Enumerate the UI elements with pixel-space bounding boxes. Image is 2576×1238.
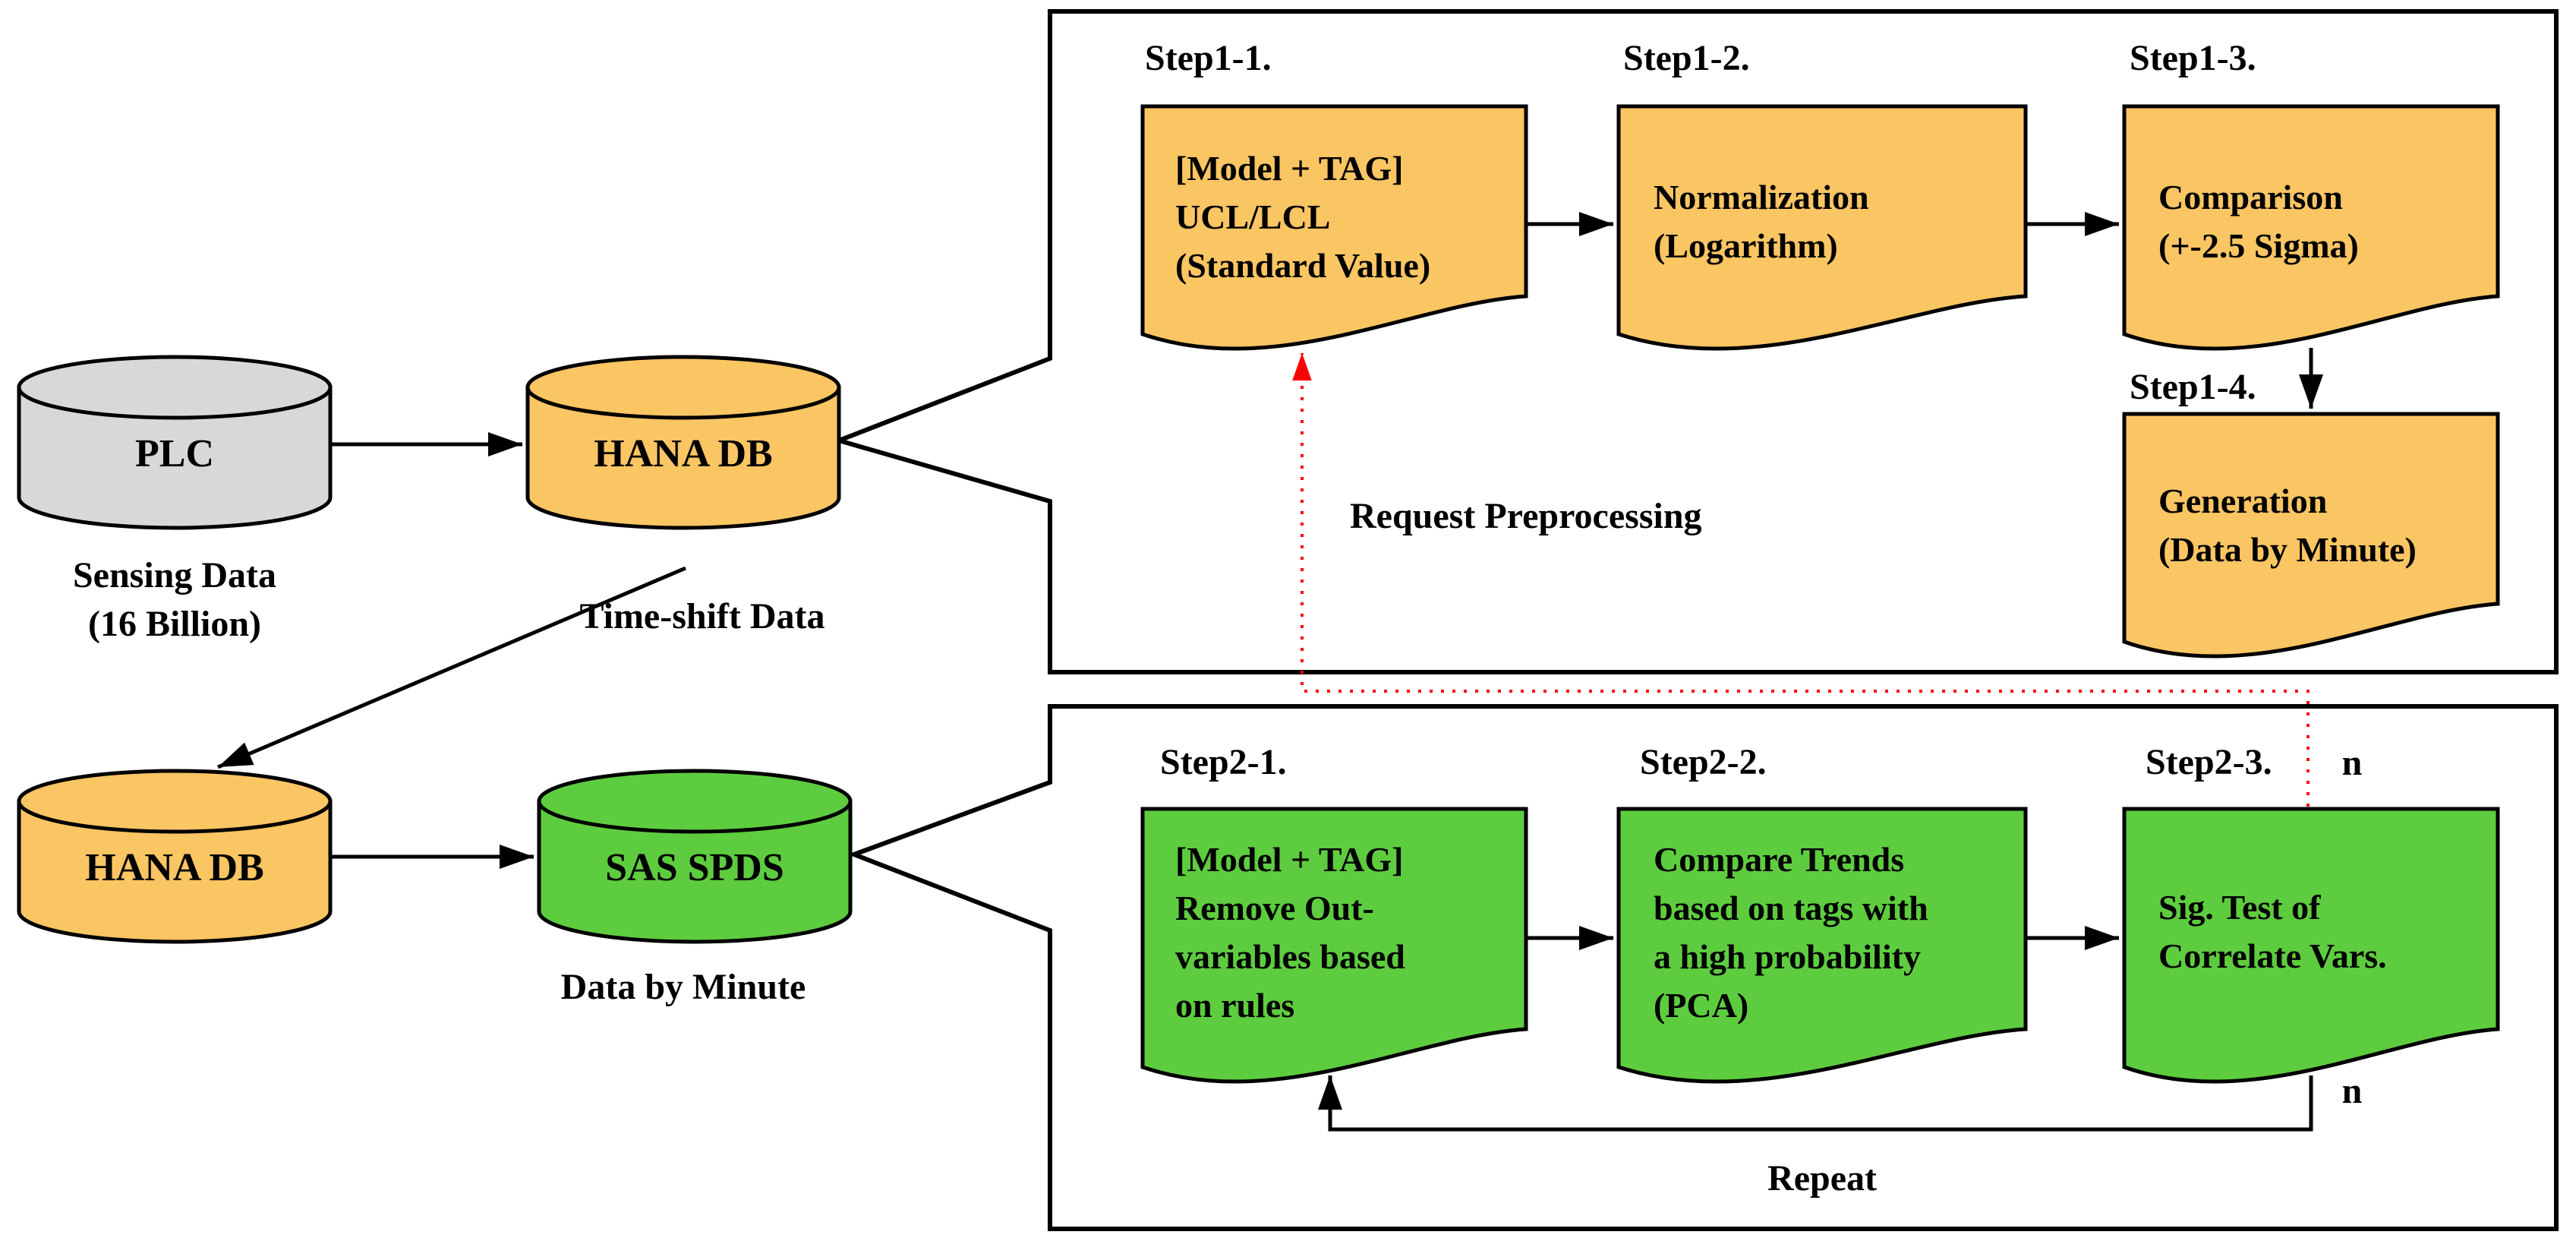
sas-spds-label: SAS SPDS (605, 846, 784, 889)
step2-2-text: Compare Trends based on tags with a high… (1654, 840, 1928, 1025)
arrow-request-preprocessing-red-dotted (1292, 353, 2310, 807)
step1-4-label: Step1-4. (2130, 367, 2256, 407)
step2-3-document (2122, 807, 2500, 1084)
step1-1-document (1140, 104, 1528, 351)
data-by-minute-caption: Data by Minute (560, 967, 806, 1007)
plc-label: PLC (135, 432, 214, 475)
step2-1-label: Step2-1. (1160, 742, 1287, 782)
step1-2-text: Normalization (Logarithm) (1654, 178, 1869, 265)
step1-3-label: Step1-3. (2130, 38, 2256, 78)
time-shift-data-caption: Time-shift Data (579, 596, 825, 636)
step1-3-document (2122, 104, 2500, 351)
step2-3-text: Sig. Test of Correlate Vars. (2158, 888, 2387, 975)
step1-2-document (1616, 104, 2028, 351)
step2-panel-callout (847, 704, 2559, 1231)
arrow-repeat-loop (1317, 1075, 2313, 1132)
arrow-hana-top-to-hana-bottom (217, 566, 686, 769)
step1-3-text: Comparison (+-2.5 Sigma) (2158, 178, 2359, 265)
request-preprocessing-label: Request Preprocessing (1350, 496, 1702, 536)
step1-panel-callout (831, 9, 2559, 674)
step1-1-text: [Model + TAG] UCL/LCL (Standard Value) (1175, 149, 1431, 285)
n-bottom-label: n (2341, 1071, 2363, 1111)
hana-db-bottom-cylinder-icon (17, 769, 333, 944)
plc-cylinder-icon (17, 355, 333, 530)
step1-4-text: Generation (Data by Minute) (2158, 482, 2417, 569)
step1-2-label: Step1-2. (1623, 38, 1750, 78)
hana-db-top-cylinder-icon (525, 355, 841, 530)
step1-4-document (2122, 412, 2500, 658)
step2-2-document (1616, 807, 2028, 1084)
n-top-label: n (2341, 743, 2363, 783)
step2-3-label: Step2-3. (2146, 742, 2272, 782)
step1-1-label: Step1-1. (1145, 38, 1272, 78)
step2-2-label: Step2-2. (1640, 742, 1767, 782)
step2-1-text: [Model + TAG] Remove Out- variables base… (1175, 840, 1405, 1025)
step2-1-document (1140, 807, 1528, 1084)
hana-db-top-label: HANA DB (594, 432, 773, 475)
hana-db-bottom-label: HANA DB (85, 846, 264, 889)
sas-spds-cylinder-icon (537, 769, 853, 944)
repeat-label: Repeat (1767, 1158, 1877, 1199)
sensing-data-caption: Sensing Data (16 Billion) (72, 555, 277, 644)
